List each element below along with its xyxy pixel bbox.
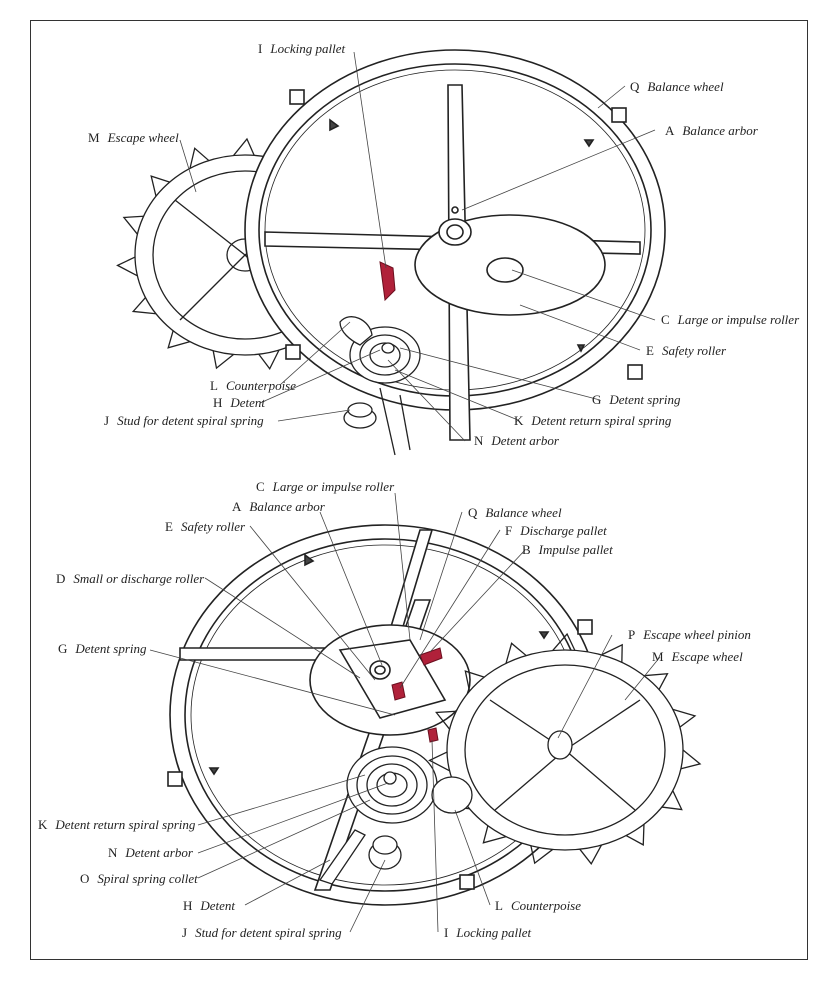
escape-wheel-tooth <box>643 672 669 690</box>
bottom-locking-pallet <box>427 727 439 743</box>
escape-wheel-tooth <box>122 215 144 235</box>
escape-wheel-tooth <box>189 147 210 169</box>
top-detent-assembly <box>339 316 421 456</box>
escape-wheel-tooth <box>530 845 554 865</box>
escape-wheel-tooth <box>601 643 623 663</box>
escape-wheel-tooth <box>625 824 645 846</box>
bottom-discharge-pallet <box>391 681 406 701</box>
escape-wheel-tooth <box>680 749 702 770</box>
escape-wheel-tooth <box>131 297 157 315</box>
escape-wheel-tooth <box>661 790 683 811</box>
escape-wheel-tooth <box>212 350 234 370</box>
bottom-detent-assembly <box>318 746 473 885</box>
escape-wheel-tooth <box>505 642 527 664</box>
escape-wheel-tooth <box>579 844 603 865</box>
top-locking-pallet <box>379 261 396 302</box>
bottom-impulse-pallet <box>419 647 443 666</box>
escape-wheel-tooth <box>150 175 170 197</box>
escape-wheel-tooth <box>167 330 191 349</box>
escape-wheel-tooth <box>464 670 485 692</box>
escape-wheel-tooth <box>552 632 576 651</box>
bottom-leader-lines <box>149 492 661 933</box>
diagram-frame <box>30 20 808 960</box>
escape-wheel-tooth <box>232 137 255 156</box>
escape-wheel-tooth <box>482 825 507 844</box>
escape-wheel-tooth <box>428 751 450 772</box>
escape-wheel-tooth <box>672 708 697 728</box>
top-leader-lines <box>179 51 656 442</box>
escape-wheel-tooth <box>116 256 138 277</box>
escape-wheel-tooth <box>258 349 280 371</box>
escape-wheel-tooth <box>435 710 457 730</box>
